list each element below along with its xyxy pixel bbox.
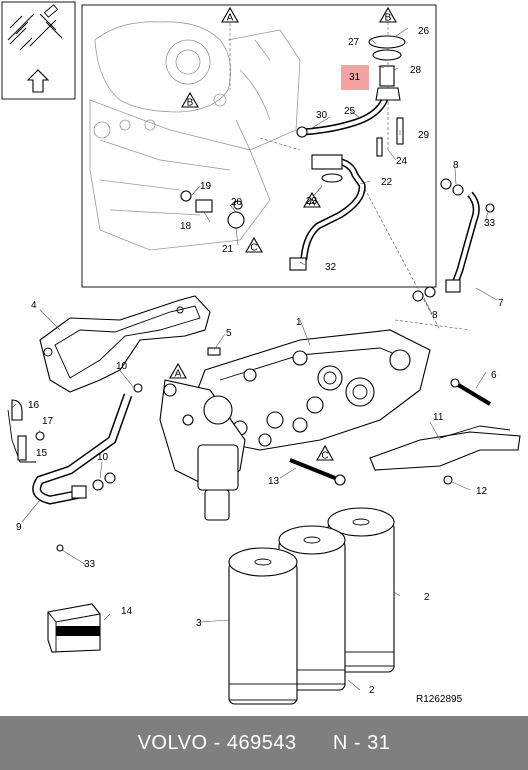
orientation-box [1, 1, 76, 100]
label-16: 16 [28, 400, 40, 411]
gasket-4 [39, 295, 211, 393]
arrow-up-icon [26, 69, 50, 93]
callout-a-top: A [221, 6, 239, 24]
label-7: 7 [498, 298, 504, 309]
label-28: 28 [410, 65, 422, 76]
label-25: 25 [344, 106, 356, 117]
label-29: 29 [418, 130, 430, 141]
label-6: 6 [491, 370, 497, 381]
label-10-bottom: 10 [97, 452, 109, 463]
callout-b-engine: B [181, 91, 199, 109]
label-21: 21 [222, 244, 234, 255]
label-9: 9 [16, 522, 22, 533]
label-27: 27 [348, 37, 360, 48]
footer-brand: VOLVO [137, 731, 208, 754]
upper-pipe-assembly [180, 35, 406, 271]
detail-frame [81, 4, 437, 288]
callouts: A B B A C A C [169, 6, 397, 462]
callout-b-top: B [379, 6, 397, 24]
label-15: 15 [36, 448, 48, 459]
footer-diagram-position: N - 31 [332, 731, 391, 754]
highlight-31 [341, 65, 369, 90]
fasteners [207, 347, 521, 486]
svg-text:A: A [227, 13, 234, 24]
label-8-top: 8 [453, 160, 459, 171]
reference-code: R1262895 [416, 694, 463, 705]
callout-c-upper: C [245, 236, 263, 254]
part-labels: 31 26 27 28 25 30 29 24 22 23 19 20 18 2… [16, 26, 504, 696]
label-13: 13 [268, 476, 280, 487]
label-11: 11 [433, 412, 444, 423]
right-pipe-assembly [412, 178, 495, 302]
label-4: 4 [31, 300, 37, 311]
callout-a-upper: A [303, 191, 321, 209]
label-5: 5 [226, 328, 232, 339]
label-33-bottom: 33 [84, 559, 96, 570]
label-26: 26 [418, 26, 430, 37]
label-3: 3 [196, 618, 202, 629]
parts-diagram: A B B A C A C 31 26 27 28 2 [1, 1, 521, 705]
engine-block [89, 21, 301, 251]
callout-a-lower: A [169, 362, 187, 380]
footer-bar: VOLVO - 469543 N - 31 [0, 716, 528, 770]
label-32: 32 [325, 262, 337, 273]
label-10-top: 10 [116, 361, 128, 372]
hose-9 [7, 383, 143, 552]
oil-filters [228, 507, 395, 705]
label-22: 22 [381, 177, 393, 188]
svg-text:B: B [187, 98, 194, 109]
oil-package-14 [47, 603, 101, 653]
label-24: 24 [396, 156, 408, 167]
oil-cooler-housing [159, 329, 431, 521]
label-19: 19 [200, 181, 212, 192]
label-12: 12 [476, 486, 488, 497]
label-17: 17 [42, 416, 54, 427]
label-33-top: 33 [484, 218, 496, 229]
label-31: 31 [349, 72, 361, 83]
label-1: 1 [296, 317, 302, 328]
label-2-right: 2 [424, 592, 430, 603]
footer-part-number: 469543 [226, 731, 297, 754]
svg-text:C: C [250, 243, 257, 254]
label-30: 30 [316, 110, 328, 121]
label-18: 18 [180, 221, 192, 232]
label-20: 20 [231, 197, 243, 208]
label-8-bottom: 8 [432, 310, 438, 321]
label-14: 14 [121, 606, 133, 617]
svg-text:B: B [385, 13, 392, 24]
label-2-bottom: 2 [369, 685, 375, 696]
svg-text:A: A [309, 198, 316, 209]
footer-separator: - [213, 731, 221, 754]
callout-c-lower: C [316, 444, 334, 462]
svg-text:C: C [321, 451, 328, 462]
svg-text:A: A [175, 369, 182, 380]
label-23: 23 [306, 196, 318, 207]
